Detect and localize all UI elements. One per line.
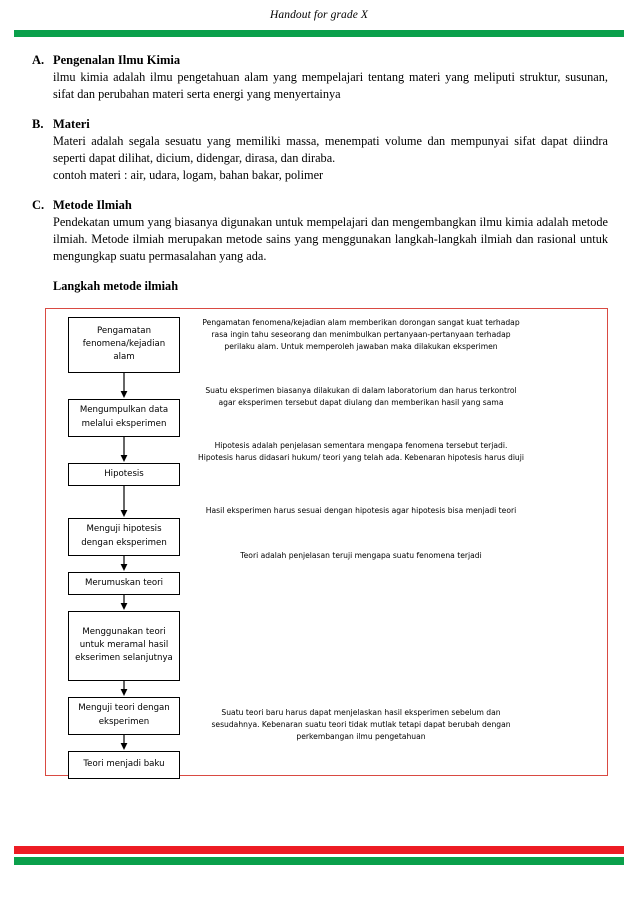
section-paragraph: ilmu kimia adalah ilmu pengetahuan alam … bbox=[53, 70, 608, 101]
section-letter: C. bbox=[32, 197, 45, 212]
section-title: Materi bbox=[53, 116, 90, 131]
document-content: A. Pengenalan Ilmu Kimia ilmu kimia adal… bbox=[0, 37, 638, 294]
section-title: Pengenalan Ilmu Kimia bbox=[53, 53, 181, 67]
section-body: Pendekatan umum yang biasanya digunakan … bbox=[53, 214, 608, 265]
flowchart-steps-column: Pengamatan fenomena/kejadian alam Mengum… bbox=[68, 316, 180, 779]
section-heading: A. Pengenalan Ilmu Kimia bbox=[32, 53, 608, 68]
section-metode-ilmiah: C. Metode Ilmiah Pendekatan umum yang bi… bbox=[32, 198, 608, 294]
flow-note: Suatu teori baru harus dapat menjelaskan… bbox=[211, 707, 511, 742]
section-materi: B. Materi Materi adalah segala sesuatu y… bbox=[32, 117, 608, 184]
flow-note: Teori adalah penjelasan teruji mengapa s… bbox=[240, 550, 482, 560]
flow-arrow-down-icon bbox=[68, 372, 180, 399]
flow-step-box: Menggunakan teori untuk meramal hasil ek… bbox=[68, 610, 180, 681]
flow-note: Hipotesis adalah penjelasan sementara me… bbox=[198, 440, 524, 463]
section-letter: B. bbox=[32, 116, 44, 131]
section-paragraph: Pendekatan umum yang biasanya digunakan … bbox=[53, 214, 608, 263]
flow-arrow-down-icon bbox=[68, 485, 180, 518]
flow-arrow-down-icon bbox=[68, 680, 180, 697]
flowchart-subheading: Langkah metode ilmiah bbox=[53, 278, 179, 293]
flow-step-box: Hipotesis bbox=[68, 462, 180, 486]
flow-step-box: Menguji teori dengan eksperimen bbox=[68, 696, 180, 735]
footer-green-rule bbox=[14, 857, 624, 865]
section-body: ilmu kimia adalah ilmu pengetahuan alam … bbox=[53, 69, 608, 103]
section-heading: B. Materi bbox=[32, 117, 608, 132]
page-header: Handout for grade X bbox=[269, 9, 369, 21]
flow-arrow-down-icon bbox=[68, 436, 180, 463]
section-pengenalan-ilmu-kimia: A. Pengenalan Ilmu Kimia ilmu kimia adal… bbox=[32, 53, 608, 103]
flow-step-box: Merumuskan teori bbox=[68, 571, 180, 595]
flow-step-box: Teori menjadi baku bbox=[68, 750, 180, 779]
flow-step-box: Pengamatan fenomena/kejadian alam bbox=[68, 316, 180, 373]
flow-arrow-down-icon bbox=[68, 594, 180, 611]
flow-step-box: Menguji hipotesis dengan eksperimen bbox=[68, 517, 180, 556]
flowchart-frame: Pengamatan fenomena/kejadian alam Mengum… bbox=[45, 307, 608, 779]
section-body: Materi adalah segala sesuatu yang memili… bbox=[53, 133, 608, 184]
footer-red-rule bbox=[14, 846, 624, 854]
flow-note: Pengamatan fenomena/kejadian alam member… bbox=[202, 317, 520, 352]
flow-step-box: Mengumpulkan data melalui eksperimen bbox=[68, 398, 180, 437]
flow-note: Suatu eksperimen biasanya dilakukan di d… bbox=[205, 385, 517, 408]
section-title: Metode Ilmiah bbox=[53, 197, 132, 212]
section-heading: C. Metode Ilmiah bbox=[32, 198, 608, 213]
section-paragraph: Materi adalah segala sesuatu yang memili… bbox=[53, 133, 608, 165]
page-footer bbox=[0, 846, 638, 865]
section-paragraph-contoh: contoh materi : air, udara, logam, bahan… bbox=[53, 167, 324, 182]
header-green-rule bbox=[14, 30, 624, 37]
section-letter: A. bbox=[32, 53, 45, 67]
flow-note: Hasil eksperimen harus sesuai dengan hip… bbox=[205, 505, 517, 515]
flow-arrow-down-icon bbox=[68, 555, 180, 572]
flow-arrow-down-icon bbox=[68, 734, 180, 751]
